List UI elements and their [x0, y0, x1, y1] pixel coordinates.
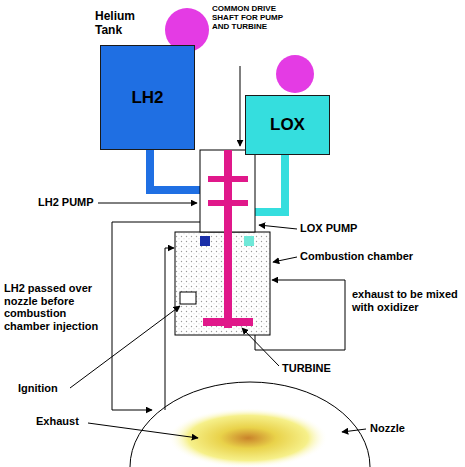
coolant-loop [112, 222, 200, 410]
lh2-injector [200, 236, 210, 246]
lh2-tank: LH2 [100, 45, 195, 150]
exhaust-loop [255, 280, 345, 350]
combustion-chamber [175, 232, 270, 335]
leader-line [98, 203, 197, 204]
part-label: LH2 PUMP [38, 196, 108, 209]
part-label: Exhaust [36, 415, 96, 428]
part-label: LOX PUMP [300, 222, 380, 235]
callout-text: COMMON DRIVE SHAFT FOR PUMP AND TURBINE [212, 4, 292, 32]
part-label: TURBINE [282, 362, 362, 375]
lh2-pipe [150, 150, 201, 190]
leader-line [70, 306, 180, 388]
turbine-rotor [203, 318, 253, 326]
part-label: Ignition [18, 382, 78, 395]
part-label: Combustion chamber [300, 250, 430, 263]
lox-pipe [254, 155, 285, 212]
flow-note: LH2 passed over nozzle before combustion… [4, 282, 108, 333]
flow-note: exhaust to be mixed with oxidizer [352, 288, 460, 313]
igniter [180, 292, 196, 304]
lox-injector [244, 236, 254, 246]
lh2-impeller [208, 176, 248, 182]
part-label: Nozzle [370, 422, 430, 435]
lox-impeller [208, 200, 248, 206]
injection-line [165, 248, 174, 410]
leader-line [242, 328, 279, 366]
leader-line [259, 225, 297, 229]
leader-line [88, 423, 198, 438]
nozzle-dome [130, 382, 370, 467]
lox-tank: LOX [245, 95, 330, 155]
leader-line [240, 66, 241, 146]
tank-label: Helium Tank [95, 10, 147, 38]
leader-line [273, 257, 297, 262]
tank-name: LH2 [131, 88, 163, 108]
tank-name: LOX [270, 115, 305, 135]
helium-tank-circle [276, 55, 314, 93]
leader-line [342, 429, 366, 432]
